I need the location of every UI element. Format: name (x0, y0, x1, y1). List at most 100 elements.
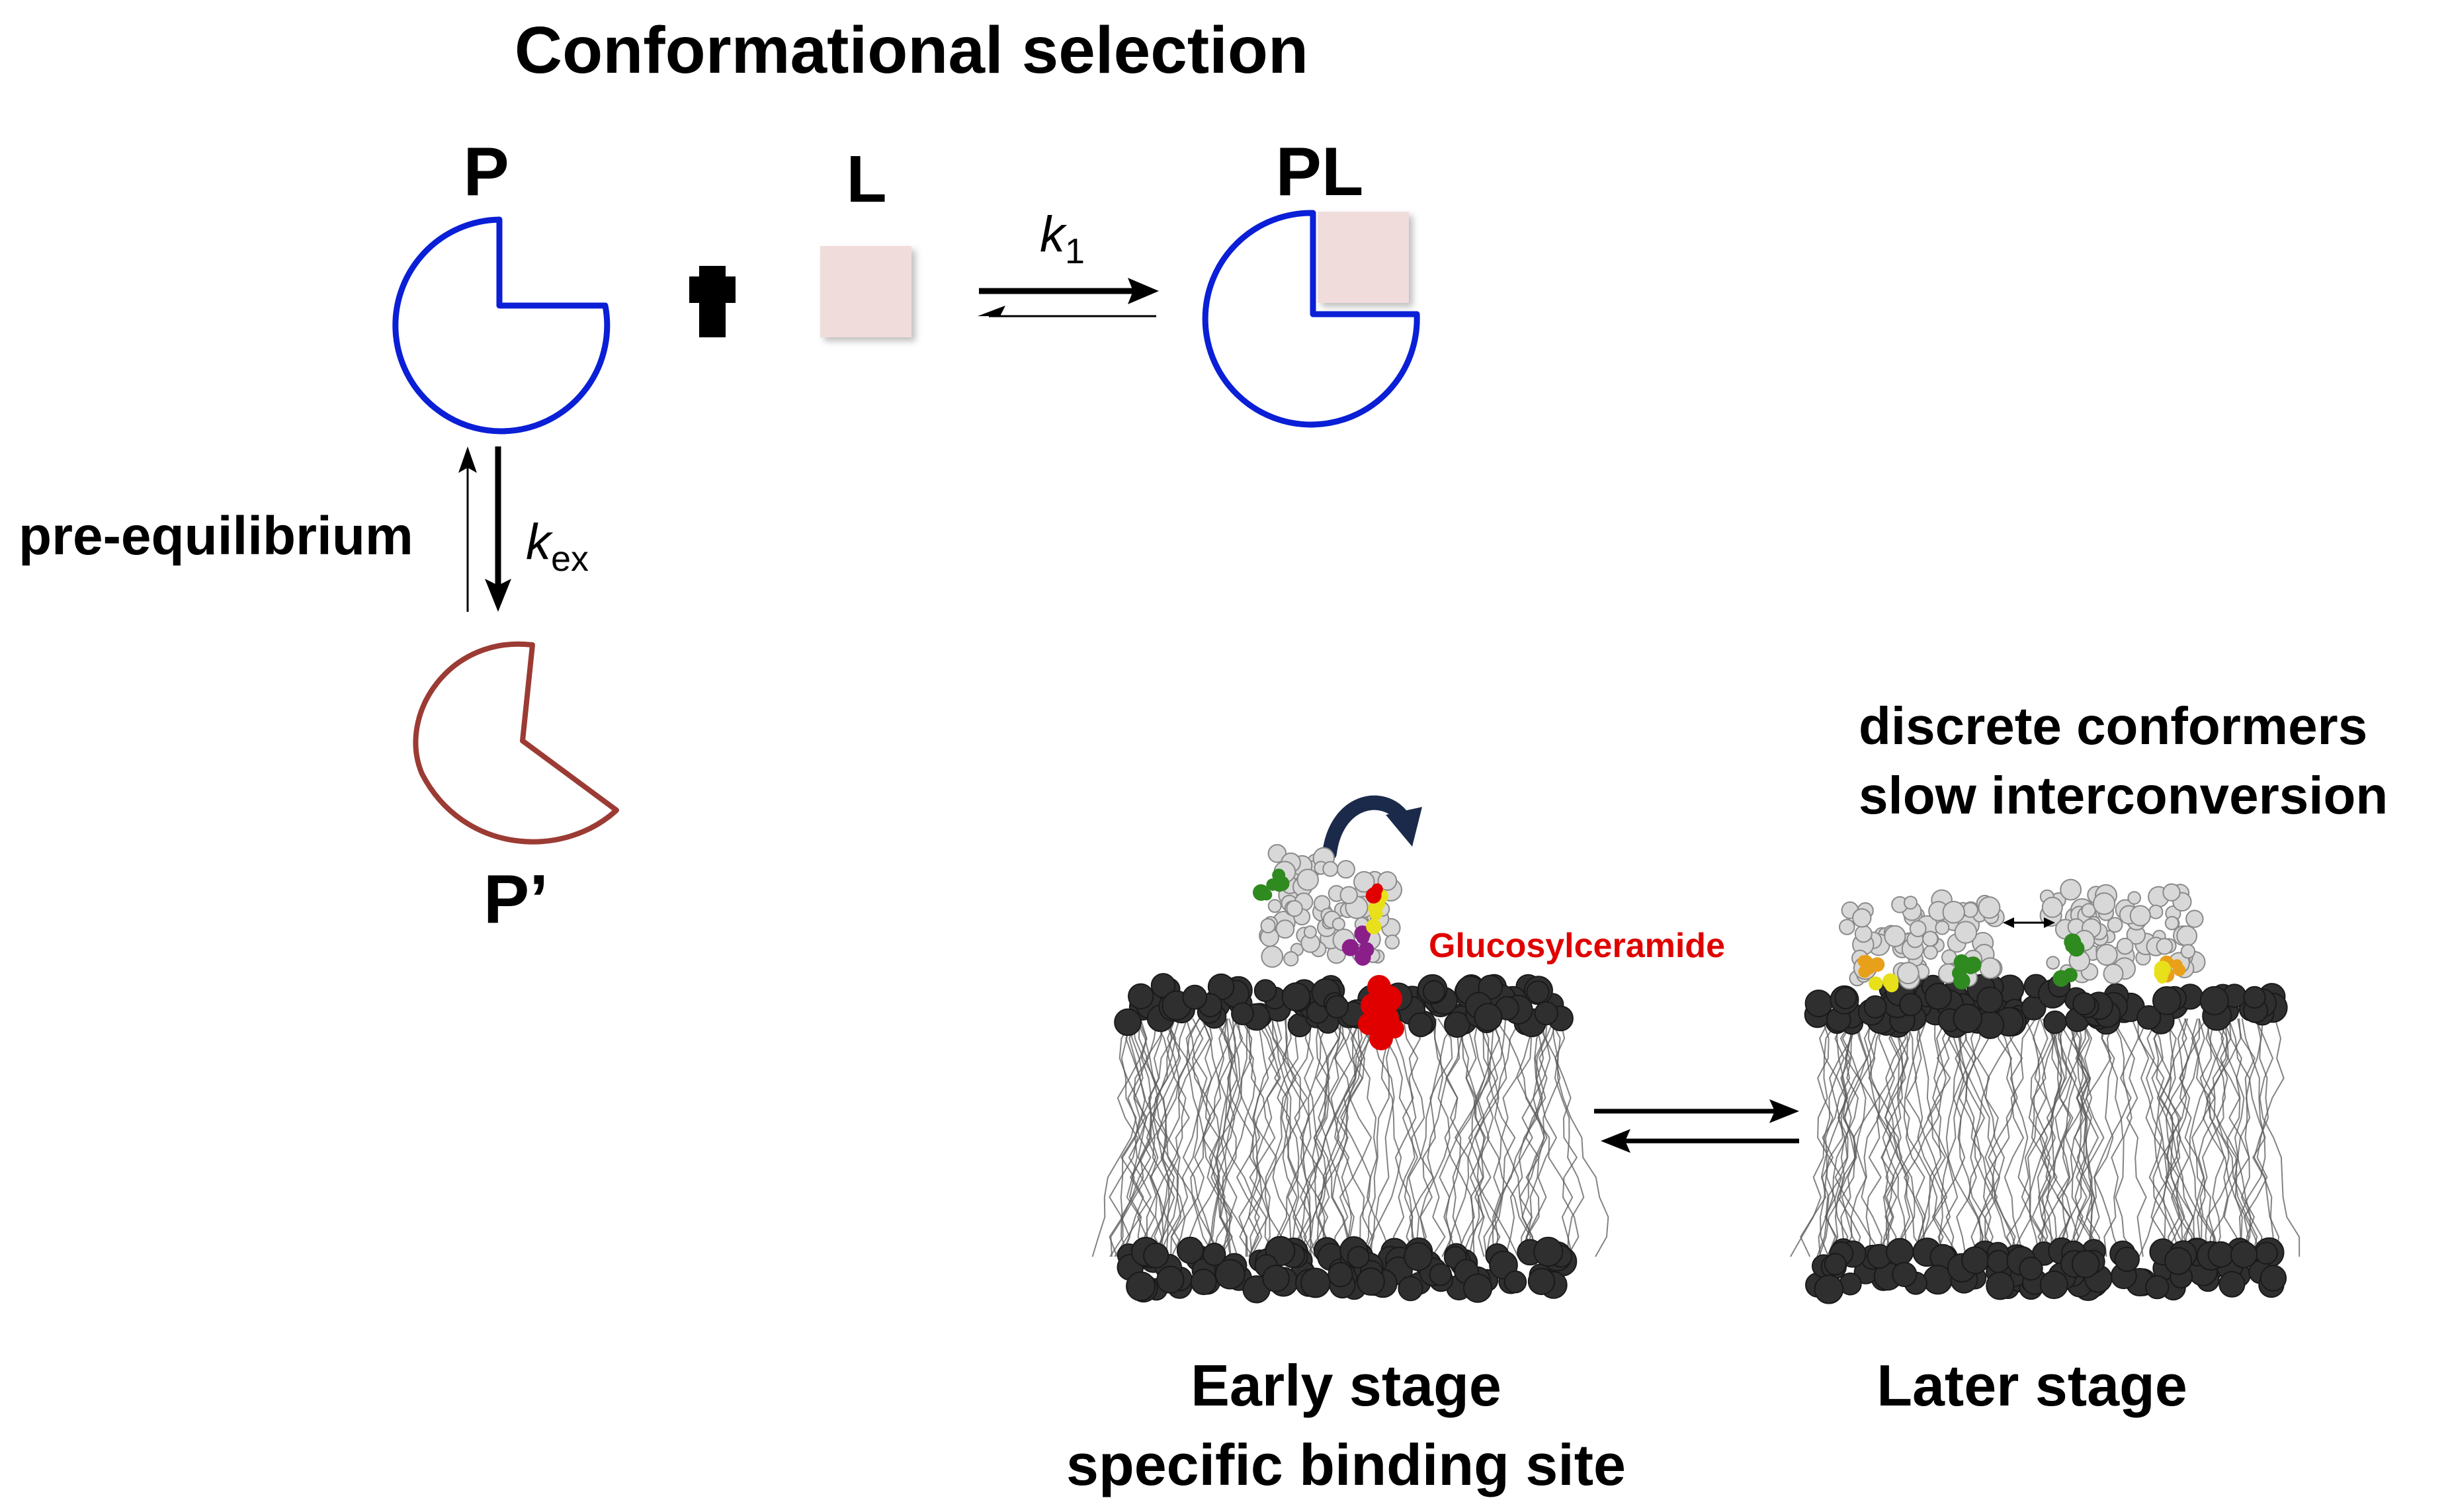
lipid-head (1203, 1242, 1226, 1267)
later-stage-note-line2: slow interconversion (1859, 766, 2388, 825)
protein-atom (1935, 920, 1950, 935)
protein-label: P (463, 134, 509, 210)
lipid-head (2136, 1005, 2162, 1030)
lipid-tail (1494, 1018, 1538, 1257)
lipid-tail (2189, 1018, 2217, 1257)
lipid-tail (1316, 1018, 1348, 1257)
pre-equilibrium-label: pre-equilibrium (19, 506, 413, 566)
lipid-head (1886, 1238, 1914, 1266)
lipid-tail (1467, 1018, 1519, 1257)
lipid-head (2255, 1241, 2278, 1265)
protein-atom (1331, 917, 1345, 931)
lipid-tail (1917, 1018, 1947, 1257)
lipid-tail (1191, 1018, 1233, 1257)
lipid-head (2019, 1256, 2043, 1281)
lipid-tail (1456, 1018, 1486, 1257)
lipid-head (1347, 1245, 1370, 1269)
exchange-rate-label: kex (526, 514, 589, 579)
protein-atom (2060, 878, 2082, 901)
lipid-tail (2199, 1018, 2232, 1257)
binding-equilibrium-arrows (978, 278, 1159, 317)
lipid-tail (1362, 1018, 1393, 1257)
lipid-head (1526, 980, 1550, 1004)
lipid-tail (1362, 1018, 1402, 1257)
protein-residue (1882, 973, 1899, 990)
lipid-tail (1958, 1018, 1998, 1257)
protein-atom (1267, 844, 1287, 863)
protein-atom (1909, 920, 1927, 937)
lipid-head (1503, 1270, 1527, 1294)
glucosylceramide-molecule (1358, 975, 1404, 1050)
lipid-tail (1882, 1018, 1909, 1257)
lipid-head (1398, 1276, 1423, 1302)
lipid-tail (1282, 1018, 1317, 1257)
lipid-tail (2234, 1018, 2266, 1257)
lipid-tail (1445, 1018, 1466, 1257)
lipid-head (1961, 1246, 1990, 1275)
lipid-tail (1299, 1018, 1370, 1257)
lipid-tail (1204, 1018, 1227, 1257)
lipid-tail (1873, 1018, 1947, 1257)
protein-residue (2065, 940, 2078, 953)
lipid-tail (1432, 1018, 1475, 1257)
lipid-tail (1867, 1018, 1903, 1257)
lipid-tail (1333, 1018, 1359, 1257)
lipid-tail (1238, 1018, 1275, 1257)
lipid-head (1408, 1012, 1433, 1038)
lipid-tail (1800, 1018, 1857, 1257)
lipid-tail (1427, 1018, 1460, 1257)
lipid-tail (1415, 1018, 1453, 1257)
lipid-tail (1840, 1018, 1867, 1257)
lipid-tail (2199, 1018, 2225, 1257)
lipid-tail (2162, 1018, 2207, 1257)
protein-residue (1261, 889, 1273, 901)
lipid-tail (1841, 1018, 1887, 1257)
lipid-tail (2243, 1018, 2285, 1257)
lipid-tail (2011, 1018, 2049, 1257)
lipid-head (2114, 1246, 2140, 1273)
lipid-tail (1819, 1018, 1846, 1257)
lipid-tail (2191, 1018, 2229, 1257)
lipid-tail (1114, 1018, 1169, 1257)
lipid-tail (1519, 1018, 1555, 1257)
protein-atom (1954, 921, 1978, 944)
lipid-head (1814, 1275, 1844, 1304)
lipid-head (2164, 1247, 2193, 1275)
protein-atom (1283, 951, 1299, 967)
protein-residue (1341, 939, 1359, 956)
lipid-tail (1884, 1018, 1908, 1257)
protein-atom (2046, 956, 2060, 970)
protein-atom (1978, 896, 2001, 919)
protein-residue (2063, 968, 2078, 983)
lipid-tail (1182, 1018, 1212, 1257)
lipid-tail (2153, 1018, 2181, 1257)
protein-residue (1359, 933, 1370, 944)
lipid-head (1128, 983, 1154, 1010)
lipid-tail (1313, 1018, 1343, 1257)
lipid-tail (2027, 1018, 2062, 1257)
lipid-tail (1910, 1018, 1959, 1257)
lipid-tail (1314, 1018, 1359, 1257)
lipid-tail (1461, 1018, 1494, 1257)
protein-residue (2154, 966, 2169, 982)
lipid-tail (2033, 1018, 2081, 1257)
lipid-tail (1853, 1018, 1912, 1257)
lipid-tail (1441, 1018, 1501, 1257)
lipid-tail (1330, 1018, 1361, 1257)
protein-atom (1377, 871, 1398, 891)
lipid-head (1114, 1008, 1142, 1036)
lipid-tail (1477, 1018, 1532, 1257)
lipid-tail (1447, 1018, 1507, 1257)
lipid-tail (2072, 1018, 2099, 1257)
protein-atom (2148, 904, 2164, 919)
lipid-tail (1373, 1018, 1395, 1257)
lipid-head (1444, 1011, 1470, 1038)
complex-protein-shape (1202, 210, 1420, 428)
lipid-tail (1119, 1018, 1150, 1257)
lipid-tail (1135, 1018, 1169, 1257)
lipid-head (1986, 1271, 2015, 1300)
lipid-tail (2205, 1018, 2246, 1257)
later-stage-protein-right (2039, 878, 2206, 987)
lipid-tail (1236, 1018, 1269, 1257)
lipid-tail (1144, 1018, 1173, 1257)
